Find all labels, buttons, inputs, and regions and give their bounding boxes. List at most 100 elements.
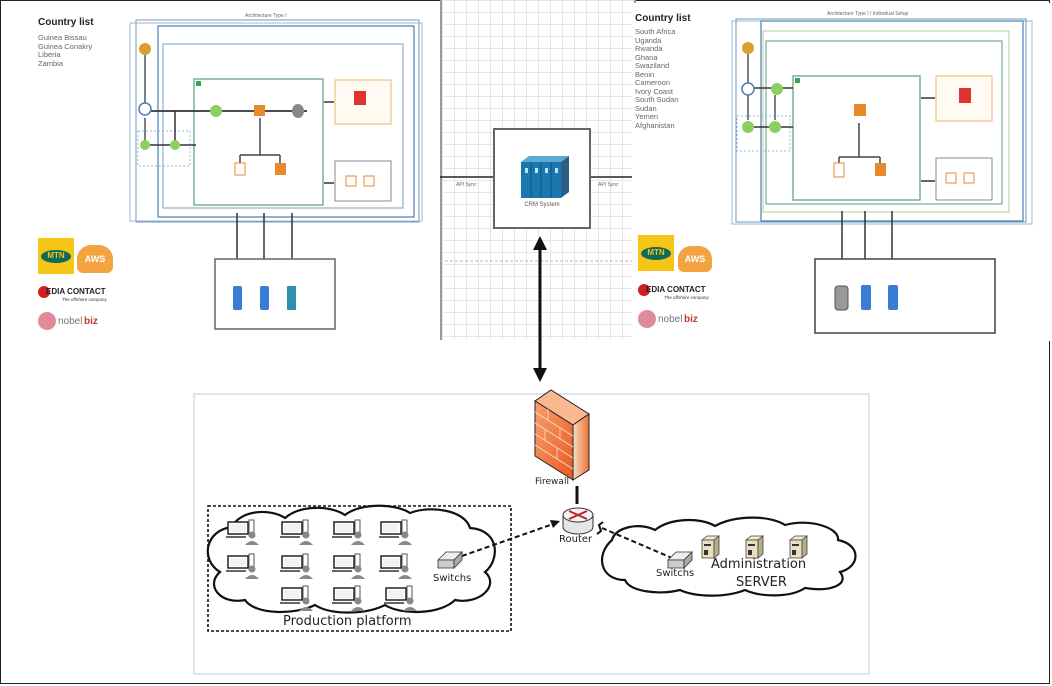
country-item: Ghana	[635, 52, 658, 62]
country-item: South Sudan	[635, 95, 679, 104]
left-architecture-title: Architecture Type I	[245, 13, 287, 19]
country-item: Liberia	[38, 50, 61, 59]
vpc-frame	[162, 43, 404, 209]
az-dashed-frame	[137, 130, 191, 167]
database-icon	[354, 91, 366, 105]
firewall-label: Firewall	[535, 477, 569, 487]
right-country-list: South Africa Uganda Rwanda Ghana Swazila…	[635, 27, 679, 130]
workstation-icon	[379, 553, 412, 579]
workstation-icon	[280, 585, 313, 611]
crm-system-node[interactable]: CRM System	[493, 128, 591, 229]
ec2-instance-icon	[254, 105, 265, 116]
country-item: Swaziland	[635, 61, 670, 70]
storage-group	[334, 160, 392, 202]
crm-system-label: CRM System	[524, 202, 560, 208]
media-contact-dot	[38, 286, 50, 298]
workspace-icon-b	[363, 175, 375, 187]
media-contact-text: EDIA CONTACT	[46, 287, 106, 296]
left-architecture-panel: Country list Guinea Bissau Guinea Conakr…	[30, 3, 440, 341]
storage-gateway-icon	[292, 104, 304, 118]
admin-server-icon	[744, 535, 765, 559]
nobelbiz-brain-icon	[638, 310, 656, 328]
account-frame	[129, 22, 423, 222]
country-item: Afghanistan	[635, 120, 675, 130]
right-architecture-panel: Country list South Africa Uganda Rwanda …	[632, 3, 1050, 341]
mtn-logo: MTN	[38, 238, 74, 274]
mtn-logo-text: MTN	[47, 251, 65, 260]
onprem-server-icon	[888, 285, 898, 310]
country-item: Ivory Coast	[635, 86, 673, 96]
country-item: Cameroon	[635, 78, 671, 87]
aws-logo: AWS	[678, 246, 712, 272]
admin-server-icon	[788, 535, 809, 559]
country-item: Guinea Conakry	[38, 41, 93, 51]
users-icon	[139, 43, 151, 55]
admin-servers-group	[700, 535, 809, 559]
production-platform-boundary	[207, 505, 512, 632]
users-icon	[742, 42, 754, 54]
right-architecture-title: Architecture Type I / Individual Setup	[827, 11, 909, 17]
network-diagram	[206, 389, 857, 632]
workstation-icon	[226, 553, 259, 579]
nobelbiz-text-a: nobel	[58, 316, 83, 327]
country-item: Uganda	[635, 35, 662, 45]
media-contact-dot	[638, 284, 650, 296]
workspace-icon-a	[945, 172, 957, 184]
switch-icon-production	[437, 551, 463, 569]
switch-label-admin: Switchs	[656, 568, 695, 579]
mtn-logo-oval	[641, 247, 671, 260]
workstation-icon	[280, 553, 313, 579]
region-frame	[135, 19, 420, 223]
subnet-frame	[792, 75, 921, 201]
aws-logo: AWS	[77, 245, 113, 273]
left-aws-architecture-diagram	[129, 19, 423, 330]
country-item: Rwanda	[635, 44, 663, 53]
workstation-icon	[379, 519, 412, 545]
ec2-instance-icon	[854, 104, 866, 116]
onprem-server-icon	[233, 286, 242, 310]
left-country-list-title: Country list	[38, 17, 94, 28]
api-sync-label-right: API Sync	[598, 182, 619, 188]
right-aws-architecture-diagram	[731, 18, 1033, 334]
ec2-backup-icon	[275, 163, 286, 175]
nobelbiz-logo: nobel biz	[638, 309, 718, 331]
elb-icon	[170, 140, 180, 150]
app-server-icon	[833, 162, 845, 178]
vpc-frame	[765, 40, 1003, 205]
router-label: Router	[559, 534, 593, 545]
app-server-icon	[234, 162, 246, 176]
left-country-list: Guinea Bissau Guinea Conakry Liberia Zam…	[38, 33, 93, 68]
media-contact-logo: EDIA CONTACT The offshore company	[638, 284, 718, 304]
shared-frame	[762, 30, 1010, 213]
router-icon	[562, 507, 594, 535]
country-item: Guinea Bissau	[38, 33, 87, 42]
onprem-storage-icon	[834, 285, 849, 311]
onprem-server-icon	[287, 286, 296, 310]
subnet-frame	[193, 78, 324, 206]
onprem-server-icon	[260, 286, 269, 310]
mtn-logo-oval	[41, 250, 71, 263]
media-contact-text: EDIA CONTACT	[646, 285, 706, 294]
onprem-server-icon	[861, 285, 871, 310]
internet-gateway-icon	[741, 82, 755, 96]
production-platform-label: Production platform	[283, 614, 412, 629]
country-item: Zambia	[38, 58, 64, 68]
workstation-icon	[332, 519, 365, 545]
mtn-logo-text: MTN	[647, 248, 665, 257]
internet-gateway-icon	[138, 102, 152, 116]
elb-icon	[769, 121, 781, 133]
switch-label-production: Switchs	[433, 573, 472, 584]
admin-cloud-shape	[601, 516, 857, 597]
nobelbiz-text-b: biz	[84, 316, 98, 327]
api-sync-label-left: API Sync	[456, 182, 477, 188]
workstation-icon	[384, 585, 417, 611]
nobelbiz-brain-icon	[38, 312, 56, 330]
workstation-icon	[332, 553, 365, 579]
crm-server-rack-icon	[521, 156, 569, 198]
admin-server-label-line1: Administration	[711, 557, 807, 572]
country-item: South Africa	[635, 27, 676, 36]
center-connectors	[440, 176, 632, 382]
mtn-logo: MTN	[638, 235, 674, 271]
media-contact-tagline: The offshore company	[62, 297, 107, 302]
aws-logo-text: AWS	[84, 254, 106, 264]
